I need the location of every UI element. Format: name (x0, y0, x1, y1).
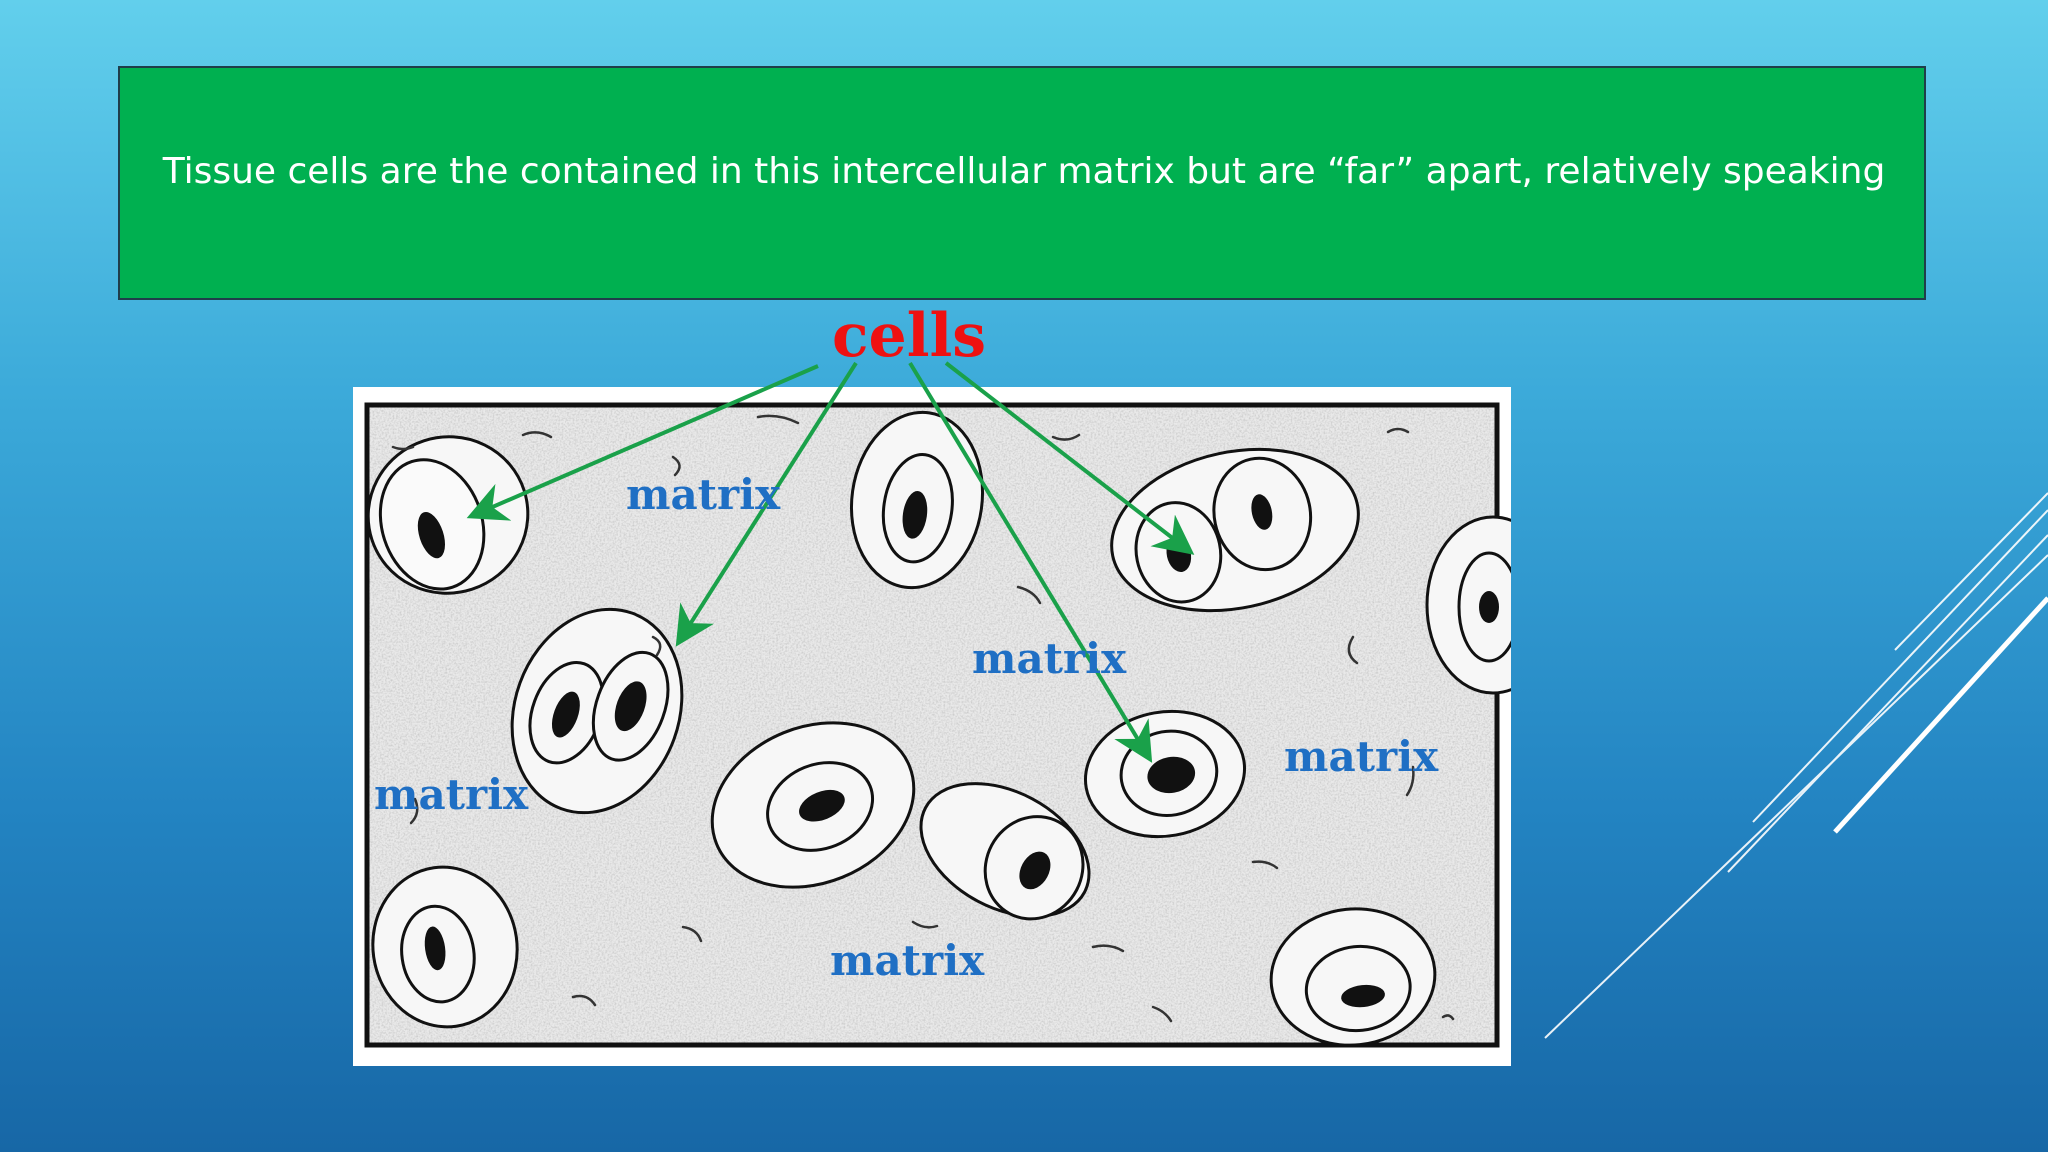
deco-line (1894, 492, 2048, 651)
nucleus (1019, 851, 1051, 890)
matrix-label: matrix (830, 936, 985, 985)
matrix-label: matrix (626, 470, 781, 519)
nucleus (424, 926, 446, 971)
nucleus (551, 691, 580, 738)
nucleus (1251, 494, 1273, 530)
nucleus (1147, 756, 1196, 794)
cell (1425, 515, 1511, 695)
cell (710, 721, 916, 889)
nucleus (799, 789, 845, 822)
deco-line (1544, 554, 2048, 1039)
matrix-label: matrix (1284, 732, 1439, 781)
slide-title: Tissue cells are the contained in this i… (162, 151, 1886, 192)
cells-label: cells (832, 301, 987, 371)
matrix-label: matrix (374, 770, 529, 819)
cell (510, 607, 684, 815)
nucleus (1479, 591, 1499, 623)
nucleus (614, 681, 647, 732)
deco-line (1727, 534, 2048, 873)
deco-line (1752, 509, 2048, 823)
deco-line-bold (1833, 596, 2048, 834)
title-box (118, 66, 1926, 300)
cell (1269, 907, 1437, 1047)
nucleus (417, 511, 446, 559)
cell (371, 865, 519, 1029)
matrix-label: matrix (972, 634, 1127, 683)
cell (919, 782, 1091, 921)
nucleus (1341, 984, 1385, 1008)
